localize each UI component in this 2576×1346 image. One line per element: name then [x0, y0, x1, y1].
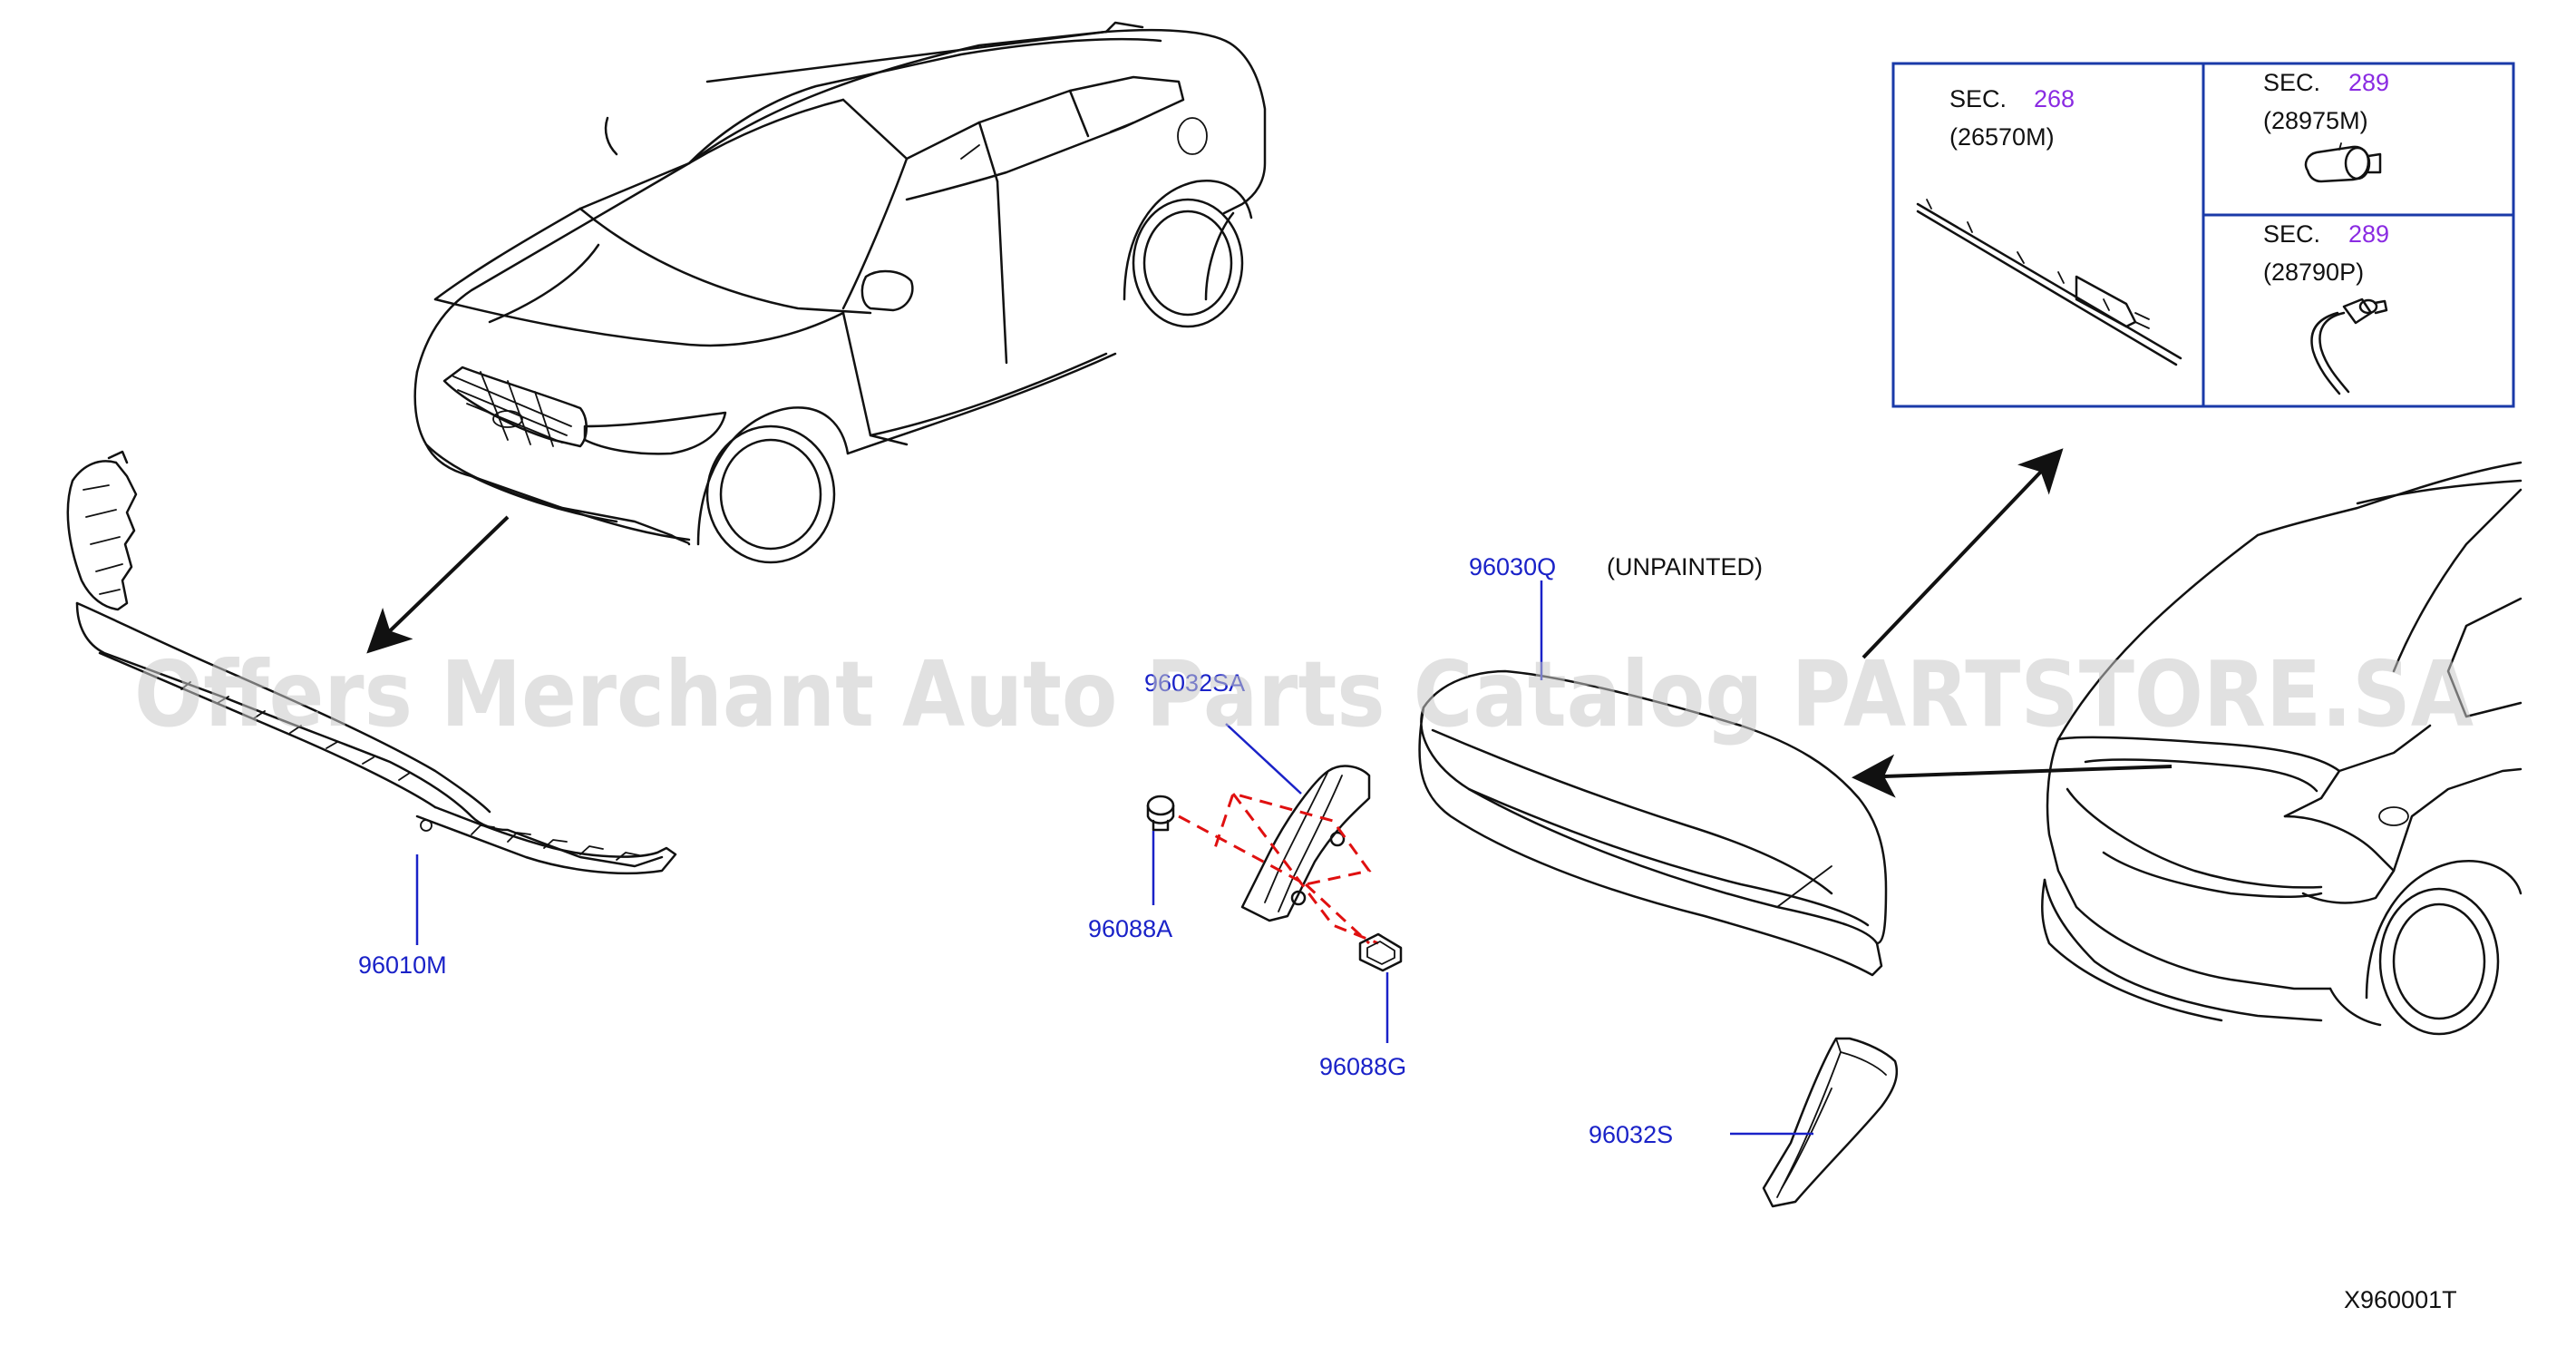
- rear-roof-spoiler-96030Q: [1418, 669, 1888, 977]
- section-1-part: (26570M): [1949, 123, 2055, 151]
- rear-spoiler-callout-arrow: [1852, 754, 2173, 798]
- part-label-96032SA[interactable]: 96032SA: [1144, 669, 1245, 697]
- section-3-prefix: SEC.: [2263, 220, 2320, 248]
- camera-28790P: [2310, 297, 2388, 395]
- side-spoiler-right-96032S: [1762, 1037, 1899, 1208]
- section-3-part: (28790P): [2263, 258, 2364, 286]
- part-label-96030Q[interactable]: 96030Q: [1469, 553, 1556, 580]
- fastener-guide-a: [1178, 792, 1372, 886]
- sensor-28975M: [2304, 142, 2382, 183]
- part-label-96010M[interactable]: 96010M: [358, 951, 447, 979]
- harness-26570M: [1916, 199, 2182, 366]
- front-vehicle-illustration: [413, 21, 1267, 564]
- clip-96088G: [1358, 932, 1403, 972]
- clip-96088A: [1146, 795, 1175, 832]
- section-2-number[interactable]: 289: [2348, 69, 2389, 96]
- rear-spoiler-note: (UNPAINTED): [1607, 553, 1763, 580]
- fastener-guide-g: [1231, 793, 1379, 945]
- part-label-96032S[interactable]: 96032S: [1589, 1121, 1673, 1148]
- side-spoiler-left-96032SA: [1240, 765, 1371, 922]
- section-3-number[interactable]: 289: [2348, 220, 2389, 248]
- section-1-number[interactable]: 268: [2034, 85, 2075, 112]
- leader-lines: [415, 580, 1813, 1136]
- part-label-96088G[interactable]: 96088G: [1319, 1053, 1406, 1080]
- front-lip-spoiler-96010M: [66, 450, 677, 875]
- section-1-prefix: SEC.: [1949, 85, 2007, 112]
- section-callout-arrow: [1862, 448, 2064, 659]
- section-reference-box: SEC. 268 (26570M) SEC. 289 (28975M) SEC.…: [1891, 62, 2515, 408]
- section-2-prefix: SEC.: [2263, 69, 2320, 96]
- watermark-text: Offers Merchant Auto Parts Catalog PARTS…: [134, 641, 2474, 747]
- part-label-96088A[interactable]: 96088A: [1088, 915, 1172, 942]
- diagram-id: X960001T: [2344, 1286, 2457, 1313]
- section-2-part: (28975M): [2263, 107, 2368, 134]
- rear-vehicle-illustration: [2041, 461, 2523, 1036]
- front-callout-arrow: [366, 515, 510, 654]
